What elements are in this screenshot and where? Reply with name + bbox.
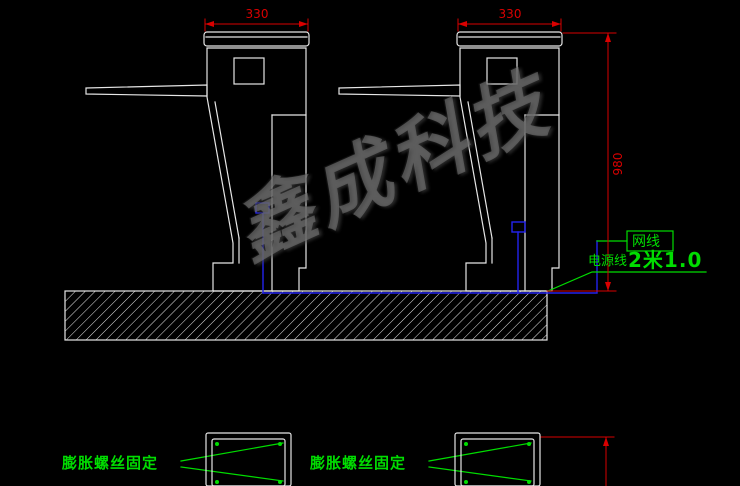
right-turnstile-window <box>486 57 518 85</box>
floor-foundation-hatch <box>64 290 548 341</box>
power-cable-size: 2米1.0 <box>628 248 703 272</box>
dimension-lines-red <box>204 18 617 486</box>
bottom-view-right-outer <box>454 432 541 486</box>
expansion-screw-marks <box>215 442 531 484</box>
cable-route-blue <box>255 202 598 294</box>
left-cable-junction <box>255 202 270 214</box>
right-turnstile-profile <box>338 31 563 292</box>
left-turnstile-profile <box>85 31 310 292</box>
bottom-view-left-outer <box>205 432 292 486</box>
bottom-view-right-inner <box>460 438 535 486</box>
left-turnstile-cap <box>203 31 310 47</box>
dimension-label-left-330: 330 <box>245 7 269 21</box>
left-barrier-arm <box>85 84 208 97</box>
power-cable-prefix: 电源线 <box>588 254 628 269</box>
dimension-label-height-980: 980 <box>611 152 625 176</box>
power-cable-leader <box>547 271 707 292</box>
dimension-label-right-330: 330 <box>498 7 522 21</box>
bottom-view-footprints <box>205 432 541 486</box>
bottom-view-left-inner <box>211 438 286 486</box>
network-cable-label: 网线 <box>632 234 660 250</box>
right-turnstile-cap <box>456 31 563 47</box>
left-turnstile-window <box>233 57 265 85</box>
network-label-box <box>626 230 674 252</box>
expansion-screw-label-left: 膨胀螺丝固定 <box>62 454 159 472</box>
right-cable-junction <box>511 221 526 233</box>
right-barrier-arm <box>338 84 461 97</box>
right-turnstile-body <box>459 47 560 292</box>
expansion-screw-label-right: 膨胀螺丝固定 <box>310 454 407 472</box>
left-turnstile-body <box>206 47 307 292</box>
annotation-leaders-green <box>180 230 707 484</box>
power-cable-label: 电源线 2米1.0 <box>588 250 702 270</box>
